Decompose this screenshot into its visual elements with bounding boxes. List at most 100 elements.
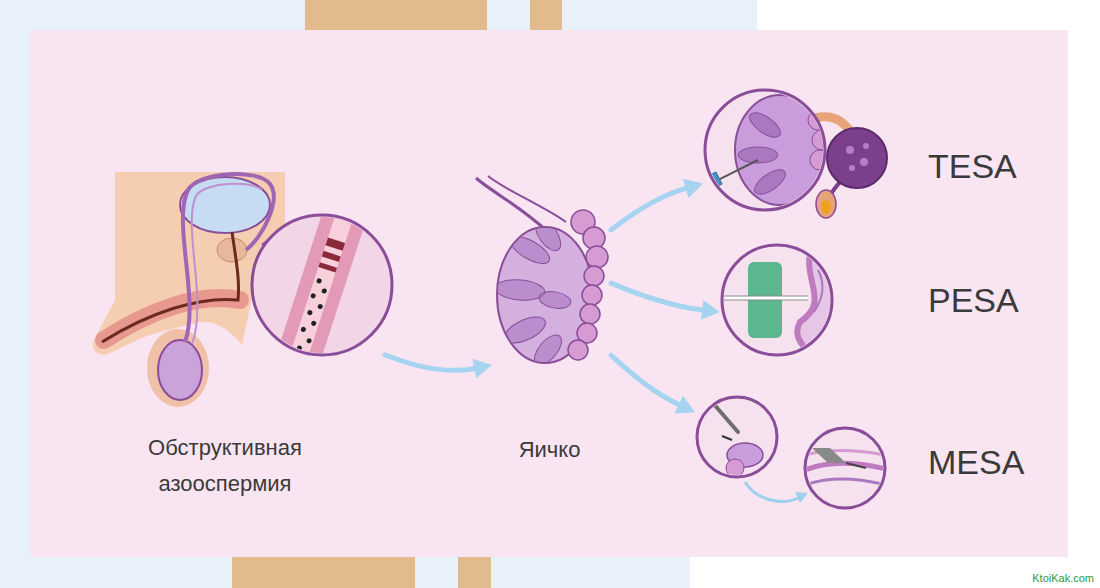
tesa-illustration-part [863, 143, 869, 149]
tesa-illustration-part-part [812, 130, 832, 150]
tesa-illustration-part-part [751, 165, 790, 199]
flow-arrow [611, 179, 703, 230]
pesa-illustration-part [722, 245, 840, 362]
method-node: TESA [703, 85, 1021, 220]
background-part [0, 0, 757, 30]
mesa-illustration-part-part [722, 436, 732, 440]
pesa-illustration-part-part [722, 296, 808, 301]
anatomy-illustration-part [192, 184, 262, 344]
tesa-illustration-part [821, 200, 831, 214]
tesa-illustration-part-part [810, 150, 830, 170]
anatomy-illustration-part [158, 340, 202, 400]
anatomy-illustration [93, 172, 392, 407]
testis-illustration-part [488, 176, 566, 222]
tesa-illustration-part-part [700, 172, 722, 192]
background-part [30, 30, 1068, 557]
watermark: KtoiKak.com [1032, 571, 1094, 585]
pesa-illustration-part-part [814, 270, 822, 312]
anatomy-illustration-part-part-part [272, 197, 369, 382]
arrow-line [611, 355, 679, 404]
background-part [232, 557, 415, 588]
anatomy-illustration-part-part [272, 197, 369, 382]
tesa-illustration-part [705, 90, 825, 210]
anatomy-illustration-part-part-part [307, 309, 313, 315]
tesa-illustration [700, 90, 887, 218]
testis-illustration-part [568, 210, 608, 360]
arrow-head [683, 179, 703, 198]
arrow-head [472, 359, 492, 379]
mesa-illustration-part-part [812, 448, 846, 463]
anatomy-illustration-part-part-part [284, 201, 357, 378]
tesa-illustration-part [827, 128, 887, 188]
tesa-illustration-part [816, 190, 836, 218]
mesa-illustration-part-part [805, 479, 890, 486]
testis-illustration-part-part [568, 340, 588, 360]
mesa-illustration-part-part [805, 463, 890, 470]
anatomy-illustration-part-part-part [306, 338, 312, 344]
tesa-illustration-part [849, 165, 855, 171]
arrow-head [701, 300, 720, 320]
arrow-line [611, 283, 702, 310]
testis-illustration-part [494, 215, 572, 369]
method-label: TESA [928, 147, 1017, 185]
anatomy-illustration-part-part-part [317, 303, 323, 309]
method-node: PESA [720, 240, 1023, 360]
tesa-illustration-part [700, 95, 832, 205]
arrow-head [674, 396, 695, 414]
pesa-illustration [722, 245, 840, 362]
tesa-illustration-part [846, 146, 854, 154]
flow-arrow [385, 355, 492, 379]
anatomy-illustration-part-part-part [296, 345, 302, 351]
testis-illustration-part-part [538, 289, 572, 310]
anatomy-illustration-part-part-part [325, 238, 345, 251]
anatomy-illustration-part-part-part [321, 288, 327, 294]
anatomy-illustration-part-part-part [310, 293, 316, 299]
anatomy-illustration-part [272, 197, 369, 382]
method-node: MESA [695, 395, 1029, 510]
mesa-illustration-part [805, 448, 890, 486]
background-part [305, 0, 487, 30]
background-part [530, 0, 562, 30]
anatomy-illustration-part [147, 329, 209, 407]
background [0, 0, 1068, 588]
flow-arrow [611, 283, 720, 320]
method-label: PESA [928, 281, 1019, 319]
testis-illustration-part-part [530, 330, 567, 369]
mesa-illustration-part-part [712, 402, 738, 432]
pesa-illustration-part-part [797, 245, 815, 362]
mesa-illustration-part [795, 492, 808, 503]
background-part [0, 0, 30, 588]
tesa-illustration-part-part [746, 108, 785, 142]
tesa-illustration-part-part [808, 110, 828, 130]
testis-illustration-part-part [494, 278, 546, 302]
illustration-node: Обструктивная азооспермия [85, 165, 385, 510]
arrow-line [385, 355, 474, 371]
testis-illustration-part-part [580, 304, 600, 324]
anatomy-illustration-part-part-part [311, 320, 317, 326]
testis-illustration-part-part [586, 246, 608, 268]
mesa-illustration-part [697, 397, 777, 477]
testis-illustration-part-part [530, 215, 565, 255]
flow-arrow [611, 355, 695, 414]
anatomy-illustration-part-part-part [300, 326, 306, 332]
mesa-illustration-part [745, 482, 798, 501]
caption-text: Яичко [492, 436, 607, 464]
caption-text: Обструктивная азооспермия [115, 430, 335, 502]
tesa-illustration-part-part [735, 95, 825, 205]
mesa-illustration-part [712, 402, 763, 477]
mesa-illustration-part-part [726, 459, 744, 477]
method-label: MESA [928, 443, 1024, 481]
pesa-illustration-part-part [797, 245, 840, 362]
pesa-illustration-part-part [722, 297, 808, 300]
illustration-node: Яичко [492, 170, 611, 470]
mesa-illustration-part-part [846, 463, 866, 468]
background-part [0, 557, 690, 588]
anatomy-illustration-part-part-part [316, 278, 322, 284]
anatomy-illustration-part [102, 232, 239, 342]
anatomy-illustration-part-part-part [322, 251, 341, 262]
background-part [458, 557, 491, 588]
testis-illustration-part-part [582, 285, 602, 305]
testis-illustration-part-part [584, 266, 604, 286]
